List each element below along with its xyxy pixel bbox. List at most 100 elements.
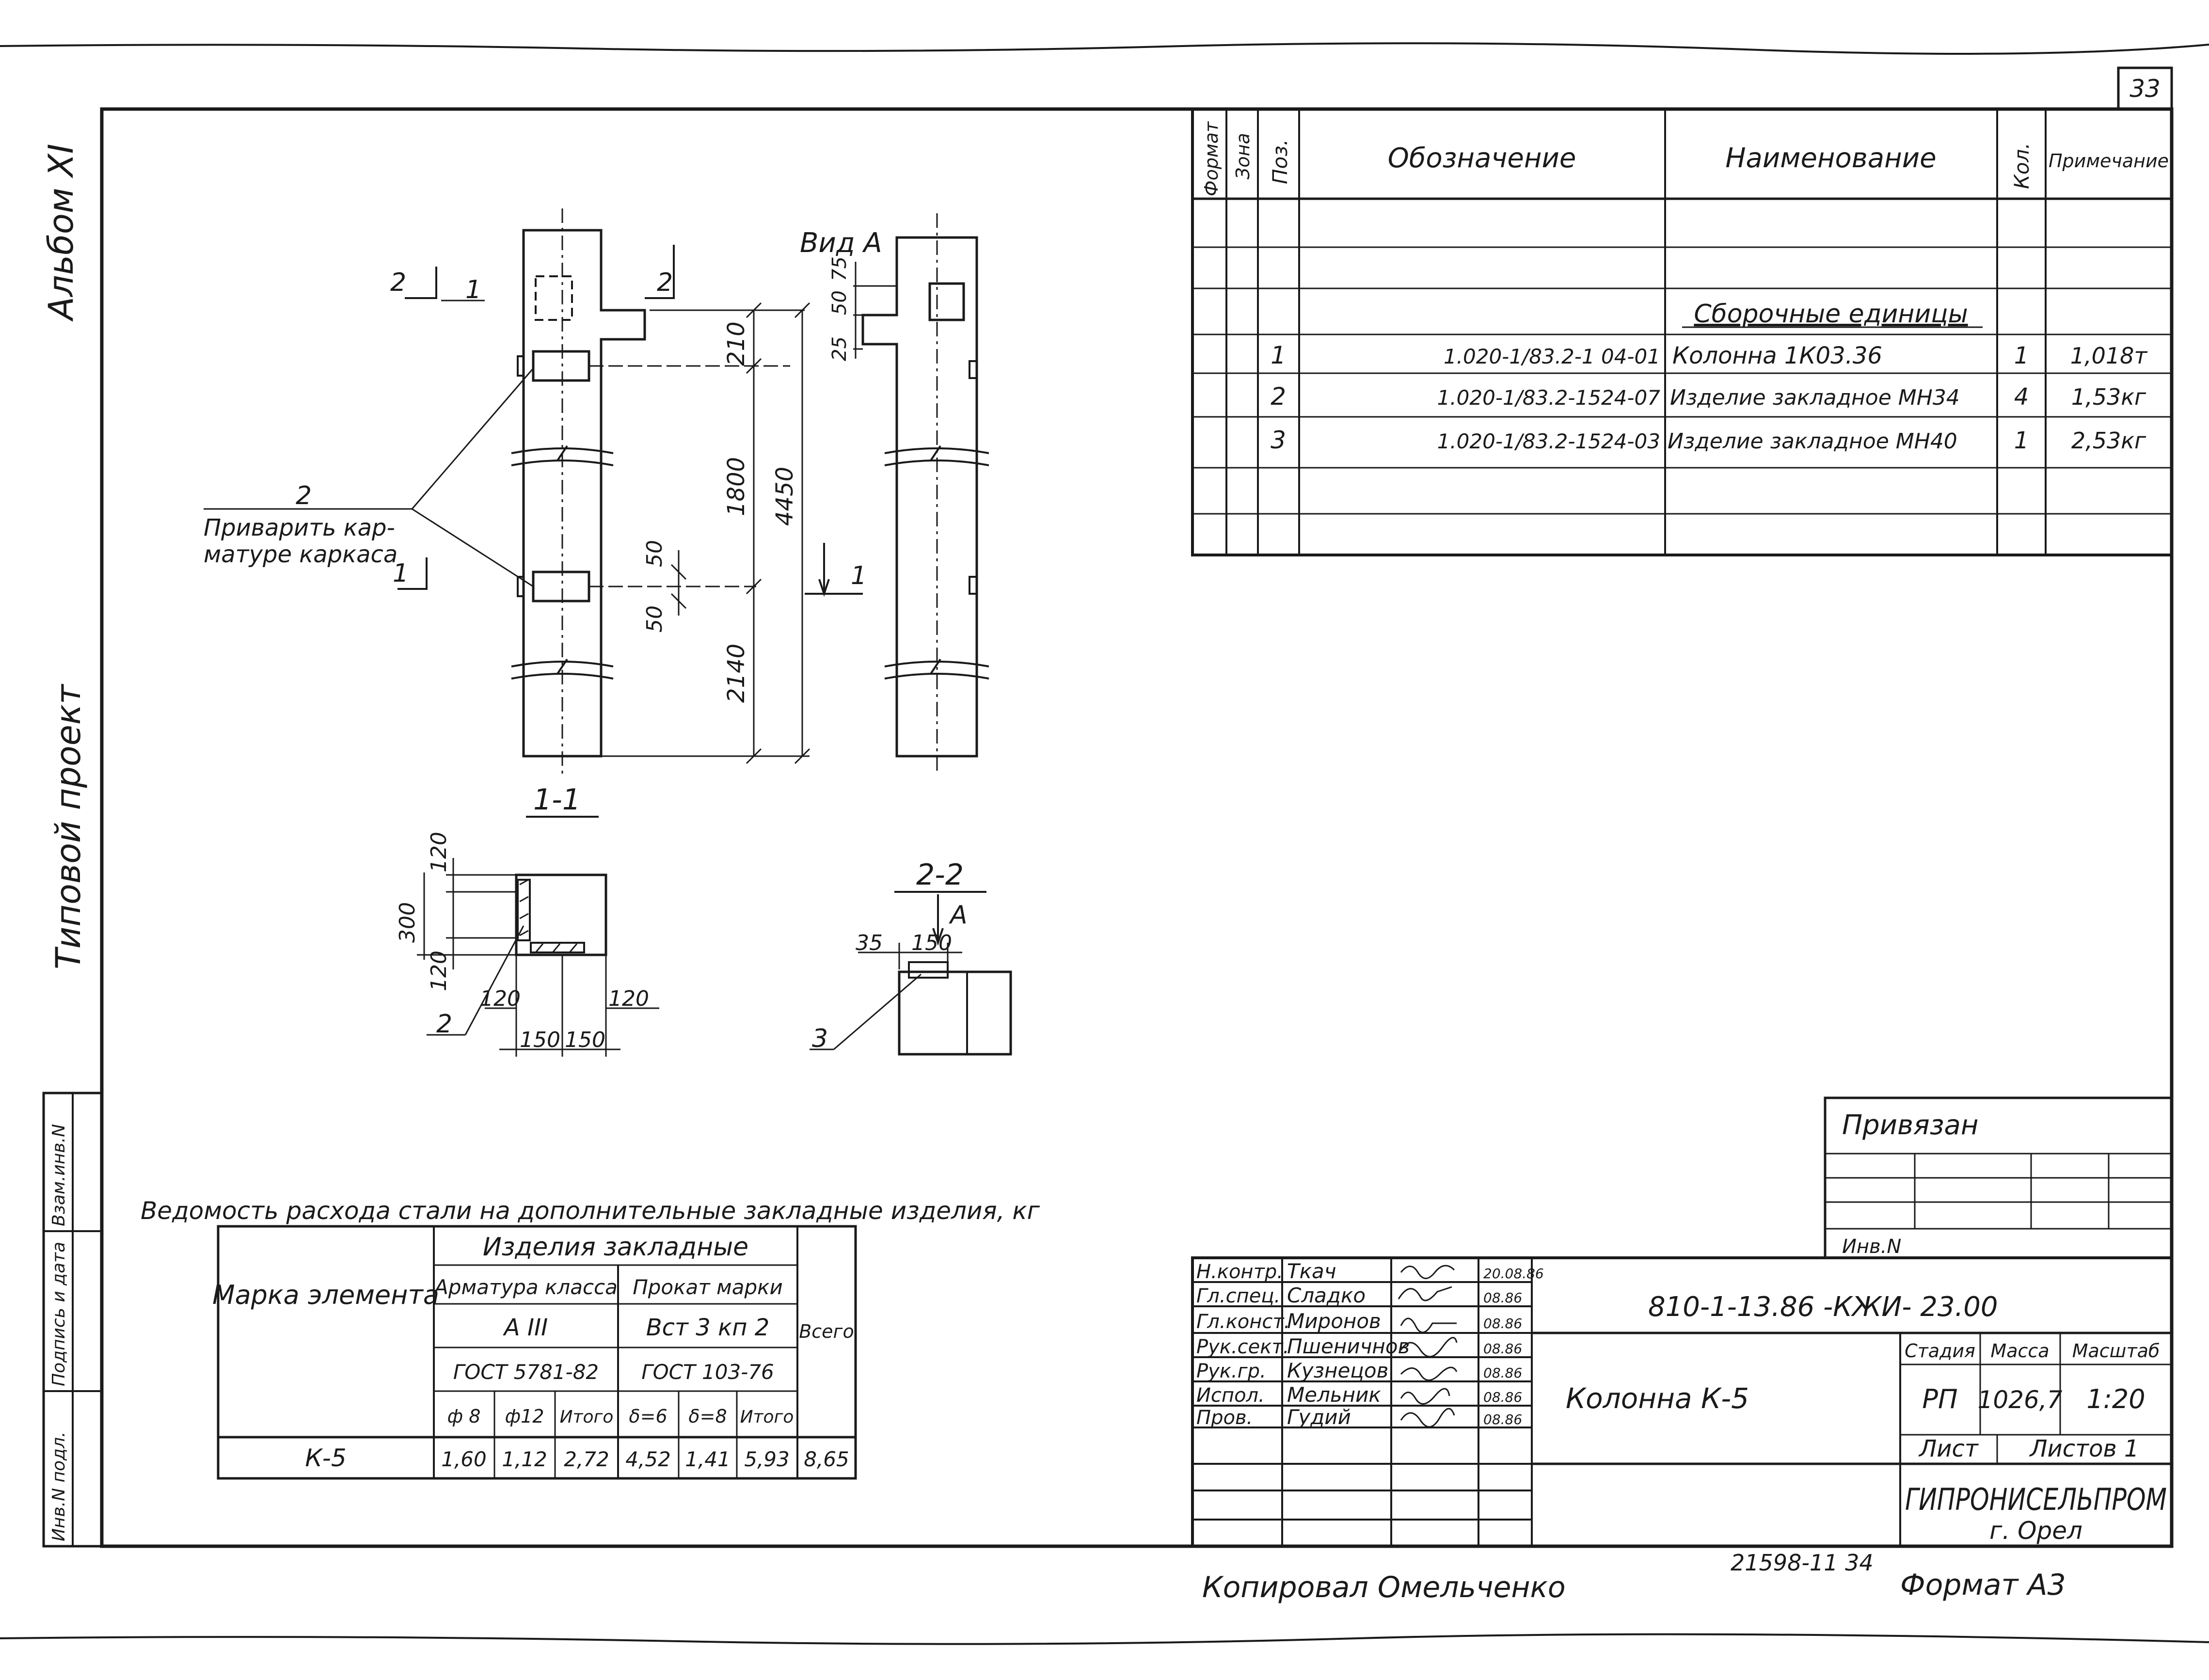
steel-sub-header: δ=8 <box>688 1406 727 1427</box>
staff-name: Мельник <box>1287 1383 1381 1407</box>
spec-cell-name: Колонна 1К03.36 <box>1672 342 1882 369</box>
steel-cell-mark: К-5 <box>305 1444 346 1472</box>
spec-cell-pos: 3 <box>1271 426 1286 454</box>
title-scale: 1:20 <box>2086 1384 2145 1414</box>
steel-header-mark: Марка элемента <box>212 1280 439 1310</box>
section-1-1-title: 1-1 <box>533 783 581 817</box>
title-organization: ГИПРОНИСЕЛЬПРОМ <box>1905 1482 2167 1517</box>
arrow-a-label: A <box>949 901 968 930</box>
steel-cell: 8,65 <box>804 1447 849 1471</box>
steel-cell: 4,52 <box>625 1447 671 1471</box>
marker-2-section: 2 <box>436 1010 452 1039</box>
spec-cell-note: 1,53кг <box>2071 384 2146 410</box>
spec-header-qty: Кол. <box>2010 143 2034 189</box>
title-staff-row: Н.контр. Ткач 20.08.86 <box>1196 1259 1544 1283</box>
title-object: Колонна К-5 <box>1566 1382 1749 1415</box>
sheet-frame <box>100 107 2174 1548</box>
staff-role: Испол. <box>1196 1384 1265 1407</box>
title-sheet-header: Лист <box>1918 1435 1979 1462</box>
marker-3-section: 3 <box>812 1024 828 1053</box>
steel-sub-header: δ=6 <box>629 1406 667 1427</box>
staff-role: Гл.конст. <box>1196 1311 1290 1333</box>
note-line1: Приварить кар- <box>204 514 395 541</box>
spec-header-format: Формат <box>1201 121 1222 196</box>
strip-vzam-inv: Взам.инв.N <box>49 1124 69 1226</box>
steel-header-rolled-grade: Вст 3 кп 2 <box>646 1314 770 1341</box>
spec-header-name: Наименование <box>1725 143 1936 174</box>
footer-format: Формат А3 <box>1900 1568 2066 1602</box>
marker-1-left: 1 <box>393 559 409 588</box>
title-sheets-header: Листов 1 <box>2029 1435 2139 1462</box>
steel-cell: 2,72 <box>564 1447 609 1471</box>
spec-cell-note: 1,018т <box>2070 343 2148 369</box>
staff-date: 08.86 <box>1483 1341 1522 1357</box>
staff-role: Рук.сект. <box>1196 1336 1289 1358</box>
left-strip: Инв.N подл. Подпись и дата Взам.инв.N <box>42 1092 103 1548</box>
staff-date: 20.08.86 <box>1483 1266 1544 1282</box>
signatures <box>1398 1265 1458 1428</box>
staff-date: 08.86 <box>1483 1389 1522 1405</box>
staff-role: Н.контр. <box>1196 1261 1283 1283</box>
spec-section-title: Сборочные единицы <box>1694 300 1968 329</box>
view-a-label: Вид А <box>800 227 882 259</box>
spec-header-designation: Обозначение <box>1388 143 1576 174</box>
note-line2: матуре каркаса <box>204 541 397 568</box>
dim-120a: 120 <box>427 832 451 872</box>
privyazan-title: Привязан <box>1842 1109 1978 1141</box>
spec-cell-designation: 1.020-1/83.2-1524-07 <box>1437 386 1661 410</box>
steel-table-grid <box>217 1225 857 1480</box>
side-album-label: Альбом XI <box>41 143 81 322</box>
dim-75: 75 <box>828 256 851 281</box>
staff-date: 08.86 <box>1483 1315 1522 1331</box>
dim-120b: 120 <box>427 951 451 991</box>
spec-cell-designation: 1.020-1/83.2-1524-03 <box>1437 429 1660 453</box>
marker-1-column: 1 <box>465 275 481 304</box>
steel-cell: 1,12 <box>502 1447 547 1471</box>
dim-150b: 150 <box>565 1028 605 1052</box>
spec-row: 1 1.020-1/83.2-1 04-01 Колонна 1К03.36 1… <box>1271 341 2147 369</box>
dim-4450: 4450 <box>771 467 798 526</box>
spec-header-note: Примечание <box>2049 150 2169 172</box>
staff-date: 08.86 <box>1483 1411 1522 1427</box>
strip-inv-podl: Инв.N подл. <box>49 1432 69 1541</box>
dim-210: 210 <box>723 321 750 366</box>
title-code: 810-1-13.86 -КЖИ- 23.00 <box>1648 1291 1998 1323</box>
steel-sub-header: Итого <box>740 1407 794 1427</box>
title-mass-header: Масса <box>1990 1340 2049 1362</box>
spec-cell-qty: 4 <box>2014 383 2029 411</box>
dim-50a: 50 <box>642 540 667 567</box>
staff-name: Ткач <box>1287 1259 1336 1283</box>
privyazan-inv: Инв.N <box>1842 1236 1901 1258</box>
section-2-2-drawing <box>810 894 1012 1056</box>
page-number: 33 <box>2130 75 2161 103</box>
marker-2-right: 2 <box>657 268 673 297</box>
footer-copied-by: Копировал Омельченко <box>1202 1570 1566 1604</box>
staff-date: 08.86 <box>1483 1290 1522 1306</box>
dim-120c: 120 <box>480 986 521 1011</box>
steel-header-armature-class: А III <box>503 1314 548 1341</box>
steel-header-rolled-gost: ГОСТ 103-76 <box>641 1360 774 1384</box>
steel-header-armature-gost: ГОСТ 5781-82 <box>453 1360 599 1384</box>
spec-cell-qty: 1 <box>2014 427 2029 454</box>
staff-role: Пров. <box>1196 1407 1253 1429</box>
dim-2140: 2140 <box>723 644 750 703</box>
section-1-1-drawing <box>417 858 659 1057</box>
dim-35: 35 <box>856 931 883 955</box>
steel-cell: 5,93 <box>744 1447 790 1471</box>
steel-cell: 1,41 <box>685 1447 731 1471</box>
spec-cell-designation: 1.020-1/83.2-1 04-01 <box>1444 345 1660 368</box>
spec-row: 2 1.020-1/83.2-1524-07 Изделие закладное… <box>1271 382 2146 411</box>
note-number: 2 <box>296 481 312 510</box>
title-staff-row: Гл.спец. Сладко 08.86 <box>1196 1284 1522 1307</box>
dim-50c: 50 <box>828 290 851 315</box>
steel-sub-header: Итого <box>560 1407 614 1427</box>
staff-name: Пшеничнов <box>1287 1334 1410 1358</box>
spec-cell-name: Изделие закладное МН40 <box>1668 429 1957 454</box>
title-block-grid <box>1191 1256 2173 1548</box>
marker-1-right: 1 <box>851 561 867 590</box>
steel-table-row: К-5 1,60 1,12 2,72 4,52 1,41 5,93 8,65 <box>305 1444 849 1472</box>
spec-cell-pos: 1 <box>1271 341 1286 369</box>
title-staff-row: Рук.сект. Пшеничнов 08.86 <box>1196 1334 1522 1358</box>
